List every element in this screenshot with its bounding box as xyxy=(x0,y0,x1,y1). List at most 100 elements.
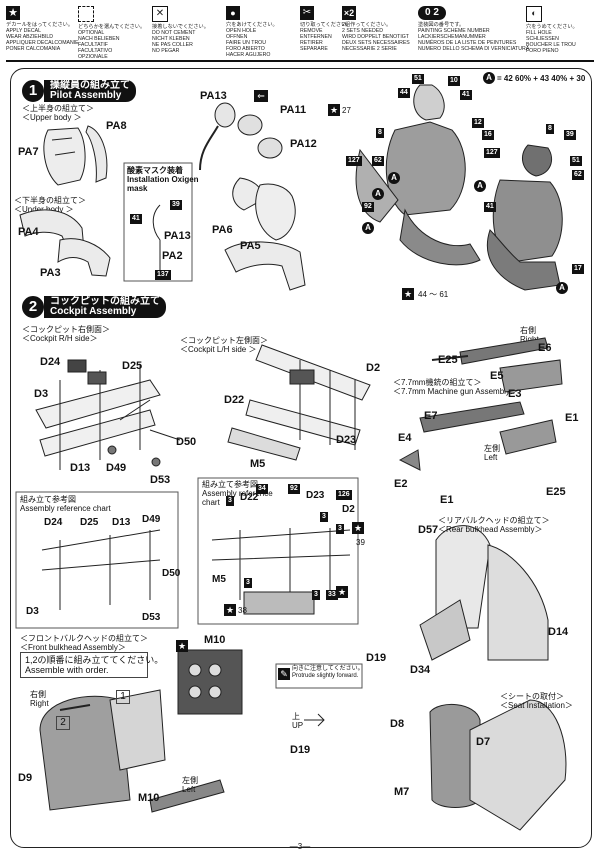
star-icon: ★ xyxy=(224,604,236,616)
part-label: D8 xyxy=(390,718,405,730)
paint-code: 51 xyxy=(570,156,582,166)
step1-title-en: Pilot Assembly xyxy=(50,90,122,101)
step2-number: 2 xyxy=(22,296,44,318)
paint-code: 44 xyxy=(398,88,410,98)
part-label: D24 xyxy=(40,356,61,368)
part-label: D19 xyxy=(290,744,311,756)
step1-title: 操縦員の組み立て Pilot Assembly xyxy=(44,80,136,102)
part-label: D7 xyxy=(476,736,491,748)
paint-code: 137 xyxy=(155,270,171,280)
paint-code: 3 xyxy=(226,496,234,506)
part-label: E6 xyxy=(538,342,552,354)
part-label: PA5 xyxy=(240,240,261,252)
fill-hole-icon: ◐ xyxy=(526,6,542,22)
instruction-frame xyxy=(10,68,592,848)
paint-code: 127 xyxy=(346,156,362,166)
part-label: D25 xyxy=(122,360,143,372)
dashed-part-icon xyxy=(78,6,94,22)
order-note-en: Assemble with order. xyxy=(25,665,109,675)
paint-code: 92 xyxy=(362,202,374,212)
paint-code: 17 xyxy=(572,264,584,274)
paint-code: 41 xyxy=(484,202,496,212)
part-label: M10 xyxy=(138,792,160,804)
paint-code: 8 xyxy=(546,124,554,134)
paint-code: 3 xyxy=(320,512,328,522)
decal-number: 39 xyxy=(356,538,365,547)
protrude-note: 向きに注意してください。Protrude slightly forward. xyxy=(292,666,364,679)
gun-caption: ＜7.7mm機銃の組立て＞＜7.7mm Machine gun Assembly… xyxy=(393,378,518,396)
scheme-a-badge: A xyxy=(362,222,374,234)
part-label: D14 xyxy=(548,626,569,638)
part-label: D25 xyxy=(80,517,99,528)
scheme-a-badge: A xyxy=(388,172,400,184)
part-label: PA13 xyxy=(200,90,227,102)
paint-code: 3 xyxy=(244,578,252,588)
scheme-a-badge: A xyxy=(474,180,486,192)
part-label: PA3 xyxy=(40,267,61,279)
star-icon: ★ xyxy=(328,104,340,116)
part-label: D23 xyxy=(336,434,357,446)
part-label: D3 xyxy=(26,606,39,617)
paint-code: 41 xyxy=(130,214,142,224)
part-label: M5 xyxy=(250,458,266,470)
paint-code: 39 xyxy=(564,130,576,140)
part-label: E4 xyxy=(398,432,412,444)
decal-number: 38 xyxy=(238,606,247,615)
paint-code: 39 xyxy=(170,200,182,210)
decal-number: 27 xyxy=(342,106,351,115)
part-label: PA2 xyxy=(162,250,183,262)
part-label: D3 xyxy=(34,388,49,400)
paint-code: 127 xyxy=(484,148,500,158)
upper-body-caption: ＜上半身の組立て＞＜Upper body ＞ xyxy=(22,104,94,122)
part-label: E25 xyxy=(438,354,458,366)
part-label: E5 xyxy=(490,370,504,382)
step2-title-en: Cockpit Assembly xyxy=(50,306,137,317)
paint-code: 62 xyxy=(372,156,384,166)
paint-code: 3 xyxy=(336,524,344,534)
paint-code: 10 xyxy=(448,76,460,86)
rear-bulkhead-caption: ＜リアバルクヘッドの組立て＞＜Rear bulkhead Assembly＞ xyxy=(438,516,550,534)
part-label: D23 xyxy=(306,490,325,501)
part-label: D50 xyxy=(162,568,181,579)
part-label: D13 xyxy=(70,462,91,474)
part-label: E7 xyxy=(424,410,438,422)
cockpit-lh-caption: ＜コックピット左側面＞＜Cockpit L/H side ＞ xyxy=(180,336,268,354)
part-label: PA13 xyxy=(164,230,191,242)
part-label: M10 xyxy=(204,634,226,646)
order-marker: 1 xyxy=(116,690,130,704)
cockpit-rh-caption: ＜コックピット右側面＞＜Cockpit R/H side＞ xyxy=(22,325,110,343)
step2-title-jp: コックピットの組み立て xyxy=(50,296,160,307)
front-bulkhead-caption: ＜フロントバルクヘッドの組立て＞＜Front bulkhead Assembly… xyxy=(20,634,148,652)
scheme-a-badge: A xyxy=(372,188,384,200)
scheme-a-badge: A xyxy=(483,72,495,84)
paint-code: 33 xyxy=(326,590,338,600)
part-label: D19 xyxy=(366,652,387,664)
step2-title: コックピットの組み立て Cockpit Assembly xyxy=(44,296,166,318)
part-label: D53 xyxy=(142,612,161,623)
part-label: E1 xyxy=(440,494,454,506)
order-note: 1,2の順番に組み立ててください。Assemble with order. xyxy=(20,652,163,678)
paint-code: 16 xyxy=(482,130,494,140)
step2-header: 2 コックピットの組み立て Cockpit Assembly xyxy=(22,296,192,318)
part-label: D53 xyxy=(150,474,171,486)
part-label: PA8 xyxy=(106,120,127,132)
part-label: PA4 xyxy=(18,226,39,238)
part-label: D49 xyxy=(106,462,127,474)
part-label: PA6 xyxy=(212,224,233,236)
part-label: M7 xyxy=(394,786,410,798)
paint-code: 92 xyxy=(288,484,300,494)
part-label: D9 xyxy=(18,772,33,784)
